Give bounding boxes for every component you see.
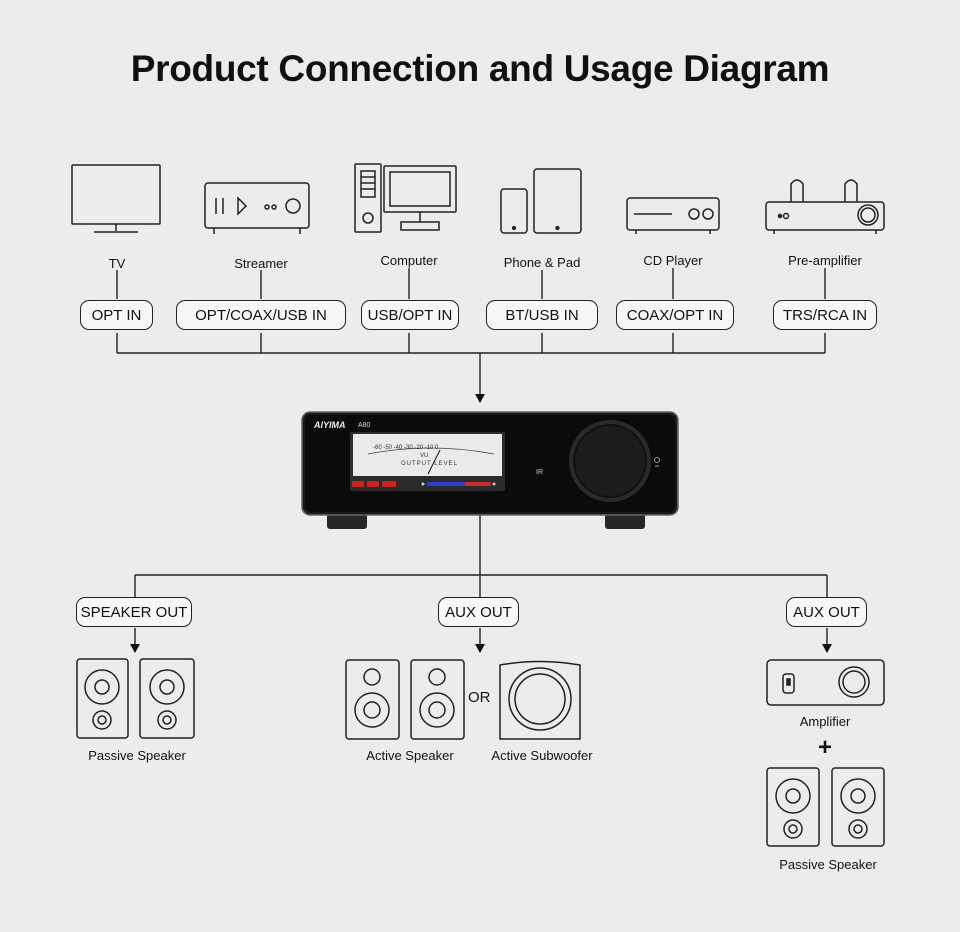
port-pill-opt-coax-usb-in: OPT/COAX/USB IN [176, 300, 346, 330]
source-label-phone-pad: Phone & Pad [503, 255, 581, 270]
meter-scale: -60 -50 -40 -30 -20 -10 0 [373, 445, 439, 451]
active-speaker-icon [345, 659, 465, 740]
plus-sign: + [818, 734, 833, 761]
diagram-title: Product Connection and Usage Diagram [130, 48, 830, 89]
port-pill-aux-out-center: AUX OUT [438, 597, 519, 627]
device-model: A80 [358, 422, 371, 429]
port-pill-aux-out-right: AUX OUT [786, 597, 867, 627]
caption-amplifier: Amplifier [799, 714, 851, 729]
ir-label: IR [536, 469, 543, 476]
streamer-icon [204, 182, 310, 234]
preamplifier-icon [765, 179, 885, 234]
passive-speaker-icon [76, 658, 195, 739]
caption-passive-speaker-left: Passive Speaker [88, 748, 186, 763]
source-label-tv: TV [108, 256, 126, 271]
source-label-streamer: Streamer [234, 256, 288, 271]
phone-pad-icon [500, 168, 582, 234]
device-brand: AIYIMA [314, 420, 346, 430]
port-pill-bt-usb-in: BT/USB IN [486, 300, 598, 330]
amplifier-icon [766, 659, 885, 706]
port-pill-speaker-out: SPEAKER OUT [76, 597, 192, 627]
caption-active-subwoofer: Active Subwoofer [491, 748, 593, 763]
caption-passive-speaker-right: Passive Speaker [779, 857, 877, 872]
port-pill-trs-rca-in: TRS/RCA IN [773, 300, 877, 330]
port-pill-opt-in: OPT IN [80, 300, 153, 330]
active-subwoofer-icon [499, 660, 581, 740]
port-pill-usb-opt-in: USB/OPT IN [361, 300, 459, 330]
port-pill-coax-opt-in: COAX/OPT IN [616, 300, 734, 330]
meter-caption: OUTPUT LEVEL [401, 461, 458, 467]
caption-active-speaker: Active Speaker [366, 748, 454, 763]
source-label-computer: Computer [380, 253, 438, 268]
source-label-preamplifier: Pre-amplifier [788, 253, 862, 268]
source-label-cd-player: CD Player [643, 253, 703, 268]
cd-player-icon [626, 197, 720, 234]
passive-speaker-icon-right [766, 767, 885, 847]
computer-icon [354, 163, 457, 233]
or-text: OR [468, 689, 491, 706]
amplifier-device [301, 411, 679, 529]
meter-vu: VU [420, 453, 429, 459]
tv-icon [71, 164, 161, 233]
